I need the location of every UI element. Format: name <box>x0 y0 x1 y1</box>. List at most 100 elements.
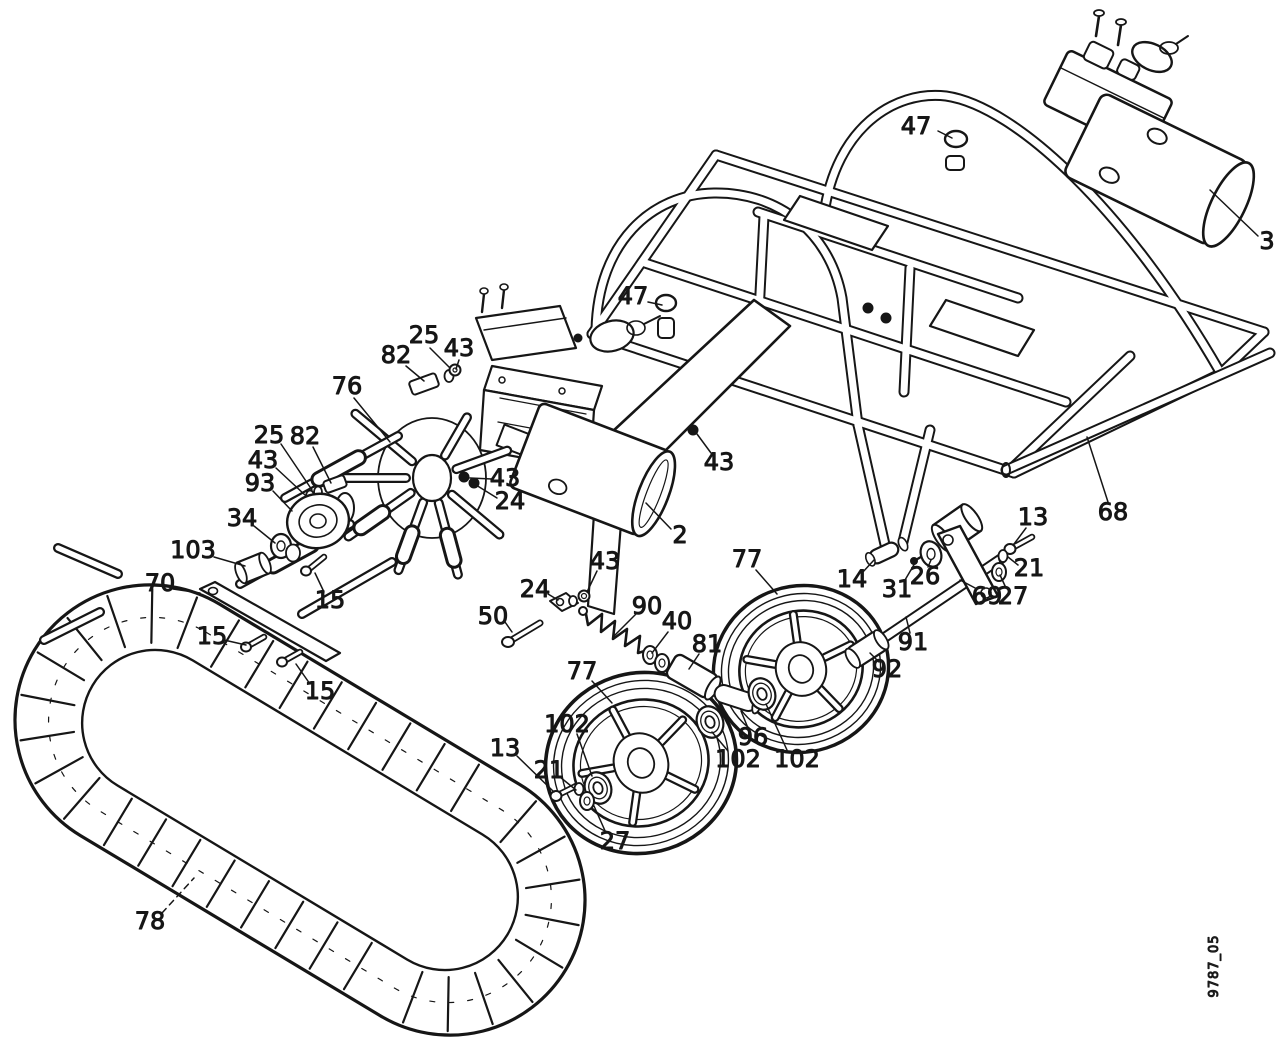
part-label-26: 26 <box>910 562 941 590</box>
part-label-24: 24 <box>520 575 551 603</box>
leader-line <box>475 484 498 499</box>
leader-line <box>904 562 916 581</box>
leader-line <box>959 579 978 590</box>
pivot-assembly <box>844 503 1036 669</box>
bushing-103 <box>234 551 272 585</box>
leader-line <box>469 477 493 480</box>
grommet-47-upper <box>943 129 969 171</box>
leader-line <box>1209 189 1259 237</box>
leader-line <box>312 446 332 484</box>
part-label-21: 21 <box>534 756 565 784</box>
leader-line <box>213 556 246 567</box>
part-label-27: 27 <box>600 827 631 855</box>
part-label-102: 102 <box>715 745 761 773</box>
leader-line <box>937 130 953 139</box>
leader-line <box>591 680 613 704</box>
leader-line <box>275 467 306 496</box>
part-label-91: 91 <box>898 628 929 656</box>
leader-line <box>272 490 293 512</box>
leader-line <box>314 572 325 593</box>
part-label-93: 93 <box>245 469 276 497</box>
part-label-102: 102 <box>544 710 590 738</box>
part-label-15: 15 <box>315 586 346 614</box>
frame-plate <box>928 298 1036 358</box>
leader-line <box>688 653 700 670</box>
part-label-34: 34 <box>227 504 258 532</box>
part-label-70: 70 <box>145 569 176 597</box>
part-label-69: 69 <box>972 582 1003 610</box>
drive-motor-2 <box>495 402 677 538</box>
top-bracket <box>474 283 661 362</box>
leader-line <box>586 570 598 593</box>
part-label-40: 40 <box>662 607 693 635</box>
leader-line <box>613 613 637 637</box>
part-label-13: 13 <box>490 734 521 762</box>
part-label-103: 103 <box>170 536 216 564</box>
part-label-43: 43 <box>704 448 735 476</box>
part-label-90: 90 <box>632 592 663 620</box>
leader-line <box>647 301 663 306</box>
tension-spring-90 <box>584 612 650 655</box>
part-label-43: 43 <box>490 464 521 492</box>
part-label-102: 102 <box>774 745 820 773</box>
leader-line <box>651 631 669 654</box>
part-label-77: 77 <box>567 657 598 685</box>
link-plate-69 <box>936 524 1000 606</box>
leader-line <box>755 569 778 595</box>
part-label-15: 15 <box>305 677 336 705</box>
leader-line <box>353 397 391 443</box>
leader-line <box>1007 556 1019 566</box>
drive-sprocket-assembly <box>39 363 513 645</box>
part-label-78: 78 <box>135 907 166 935</box>
part-label-21: 21 <box>1014 554 1045 582</box>
leader-line <box>927 559 932 568</box>
screw <box>1093 9 1127 47</box>
leader-line <box>1013 527 1027 545</box>
part-label-77: 77 <box>732 545 763 573</box>
pin-14 <box>864 536 909 567</box>
leader-line <box>223 639 247 646</box>
part-label-43: 43 <box>248 446 279 474</box>
leader-line <box>429 347 451 369</box>
part-label-92: 92 <box>872 655 903 683</box>
leader-line <box>504 621 513 633</box>
part-label-82: 82 <box>381 341 412 369</box>
part-label-27: 27 <box>998 582 1029 610</box>
part-label-68: 68 <box>1098 498 1129 526</box>
leader-line <box>1086 436 1109 503</box>
idler-hub <box>198 492 355 668</box>
leader-line <box>280 443 313 491</box>
leader-line <box>711 731 729 752</box>
leader-line <box>455 359 460 370</box>
part-label-3: 3 <box>1259 227 1274 255</box>
leader-line <box>547 593 559 601</box>
pump-assembly <box>1043 9 1256 248</box>
part-label-81: 81 <box>692 630 723 658</box>
leader-line <box>405 365 425 382</box>
part-label-14: 14 <box>837 565 868 593</box>
part-label-13: 13 <box>1018 503 1049 531</box>
leader-line <box>861 559 875 574</box>
leader-line <box>559 776 577 791</box>
part-label-82: 82 <box>290 422 321 450</box>
part-label-24: 24 <box>495 487 526 515</box>
part-label-47: 47 <box>901 112 932 140</box>
hydraulic-motor-3 <box>1064 93 1256 248</box>
part-label-25: 25 <box>409 321 440 349</box>
leader-line <box>576 733 593 777</box>
leader-line <box>295 663 311 685</box>
frame-plate <box>782 194 890 252</box>
part-label-76: 76 <box>332 372 363 400</box>
leader-line <box>161 877 195 914</box>
stabilizer-tube-68 <box>1002 353 1270 478</box>
bearing-102 <box>747 677 777 711</box>
bolt-43-on-arm <box>687 424 699 436</box>
leader-line <box>740 710 749 729</box>
leader-line <box>905 616 911 634</box>
leader-line <box>516 755 555 793</box>
support-bar-70 <box>198 580 342 663</box>
leader-line <box>765 703 788 751</box>
